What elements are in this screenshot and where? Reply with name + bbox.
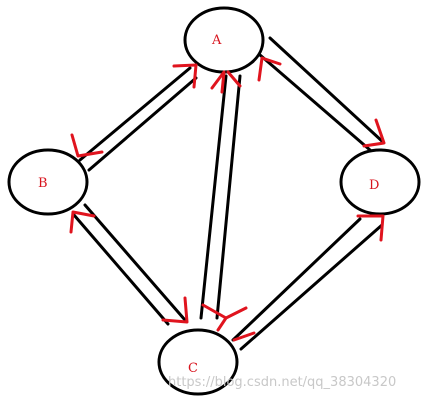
node-a: A [183, 6, 265, 74]
edge-a-to-d [268, 36, 385, 144]
watermark-text: https://blog.csdn.net/qq_38304320 [168, 375, 396, 390]
edge-d-to-c [239, 223, 384, 351]
arrowhead-at-d-from-a [362, 118, 386, 148]
arrowhead-at-a-from-b [172, 63, 198, 89]
arrowhead-at-c-from-b [161, 296, 189, 324]
arrowhead-at-c-from-a [201, 303, 228, 332]
arrowhead-at-d-from-c [356, 214, 385, 242]
arrowhead-at-c-from-a-tail [224, 306, 248, 320]
node-c-label: C [188, 361, 198, 376]
arrowhead-at-c-from-d [232, 331, 256, 342]
arrowhead-at-b-from-a [70, 133, 104, 158]
edge-a-to-b [78, 66, 192, 162]
edge-c-to-a-right [215, 74, 242, 320]
node-b: B [7, 148, 89, 216]
edge-c-to-d [231, 217, 362, 342]
arrowhead-at-a-from-c-right [226, 70, 242, 88]
edge-b-to-a [87, 76, 198, 172]
edge-b-to-c [83, 203, 187, 322]
edge-c-to-b [72, 213, 170, 326]
node-c: C [157, 328, 239, 396]
arrowhead-at-b-from-c [69, 210, 96, 234]
node-b-label: B [38, 176, 48, 191]
arrowhead-at-a-from-d [257, 56, 282, 82]
node-d: D [339, 148, 421, 216]
edge-c-to-a-left [199, 74, 228, 320]
node-a-label: A [211, 33, 222, 48]
node-d-label: D [369, 178, 379, 193]
arrowhead-at-a-from-c-left [210, 70, 226, 94]
edge-d-to-a [258, 53, 372, 152]
